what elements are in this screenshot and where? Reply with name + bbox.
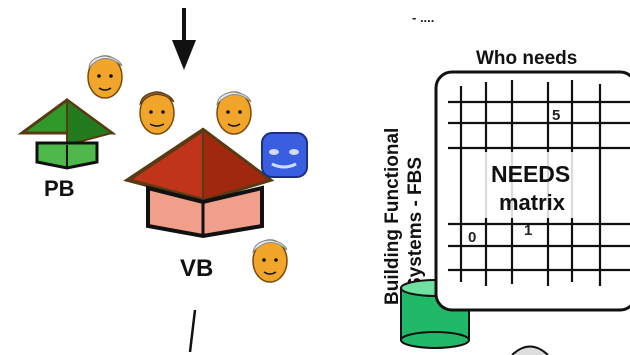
person-face-2 [139, 91, 175, 135]
fbs-title-line2: Systems - FBS [405, 157, 426, 290]
vb-label: VB [180, 255, 213, 282]
robot-icon [261, 132, 308, 178]
matrix-cell-value-0: 0 [468, 229, 476, 246]
pb-house[interactable] [17, 98, 117, 170]
pb-label: PB [44, 176, 75, 201]
vb-house[interactable] [123, 127, 275, 239]
vb-roof-shade [202, 128, 273, 202]
matrix-header: Who needs [476, 48, 577, 69]
person-face-1 [87, 55, 123, 99]
matrix-cell-value-5: 5 [552, 107, 560, 124]
down-arrow [172, 8, 196, 70]
fbs-title-line1: Building Functional [382, 128, 403, 305]
partial-shape [511, 345, 549, 355]
pb-roof-shade [66, 98, 115, 147]
matrix-title-line2: matrix [499, 190, 566, 215]
top-mark-text: - .... [412, 10, 434, 25]
connector-line [188, 309, 197, 353]
matrix-cell-value-1: 1 [524, 222, 532, 239]
person-face-4 [252, 239, 288, 283]
person-face-3 [216, 91, 252, 135]
matrix-title-backdrop [478, 152, 586, 218]
matrix-title-line1: NEEDS [491, 161, 570, 187]
